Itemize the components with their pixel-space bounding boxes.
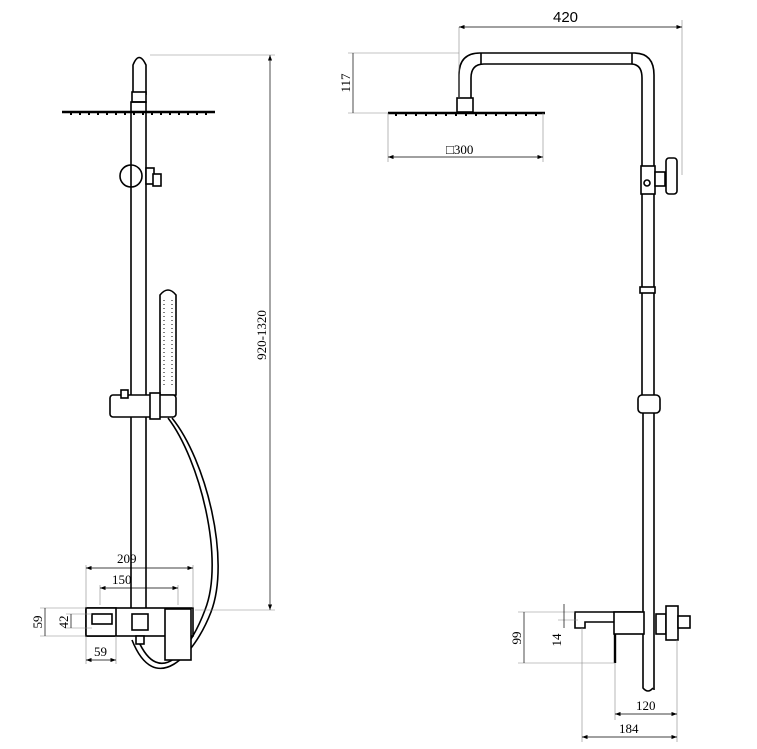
dim-body-depth: 120 (636, 698, 656, 713)
dim-head-drop: 117 (338, 73, 353, 93)
extension-lines-mixer-height (40, 607, 92, 637)
dim-arm-reach: 420 (553, 9, 578, 26)
dim-inlet-centers: 150 (112, 572, 132, 587)
diverter-knob (119, 164, 143, 188)
diverter-indicator (643, 179, 651, 187)
mixer-handle (164, 608, 192, 661)
side-view: 420 117 □300 99 14 120 184 (338, 9, 691, 742)
mixer-inlet (91, 613, 113, 625)
hand-shower (642, 413, 654, 692)
diverter-tip (152, 173, 162, 187)
extension-lines-spout (518, 611, 615, 664)
riser-bar (130, 101, 147, 611)
dim-spout-drop: 99 (509, 632, 524, 645)
extension-lines-arm-reach (458, 20, 683, 175)
dim-head-size: □300 (446, 142, 473, 157)
mixer-body (613, 611, 645, 635)
extension-lines-head-drop (348, 52, 459, 114)
mixer-knob-cap (677, 615, 691, 629)
riser-joint (639, 286, 656, 294)
extension-lines-bottom (581, 628, 678, 742)
hose-outer-edge (131, 417, 219, 669)
dim-spout-reach: 184 (619, 721, 639, 736)
arm-joints (480, 53, 633, 64)
diverter-stem (654, 171, 666, 187)
dim-inner-height: 42 (56, 616, 71, 629)
extension-lines-mixer-width (85, 565, 194, 608)
dim-height-range: 920-1320 (254, 310, 269, 360)
shower-arm (458, 52, 655, 690)
hand-shower-nozzles (163, 300, 173, 385)
mixer-knob-stem (655, 613, 667, 635)
mixer-knob (665, 605, 679, 641)
slide-bracket (109, 394, 177, 418)
dim-mixer-width: 209 (117, 551, 137, 566)
arm-cap (132, 56, 147, 95)
extension-lines-head-size (387, 113, 544, 162)
shower-arm-inner-edge (470, 63, 643, 410)
slide-bracket (637, 394, 661, 414)
mixer-outlet-square (131, 613, 149, 631)
hand-shower (159, 289, 177, 396)
head-connector (131, 91, 147, 103)
head-connector (456, 97, 474, 113)
extension-lines-height (150, 54, 275, 611)
bracket-holder (149, 392, 161, 420)
dim-mixer-height: 59 (30, 616, 45, 629)
hose-connector (135, 635, 145, 645)
dim-spout-height: 14 (549, 633, 564, 647)
front-view: 920-1320 209 150 59 42 59 (30, 54, 275, 669)
bracket-button (120, 389, 129, 399)
diverter-knob (665, 157, 678, 195)
dim-box-width: 59 (94, 644, 107, 659)
